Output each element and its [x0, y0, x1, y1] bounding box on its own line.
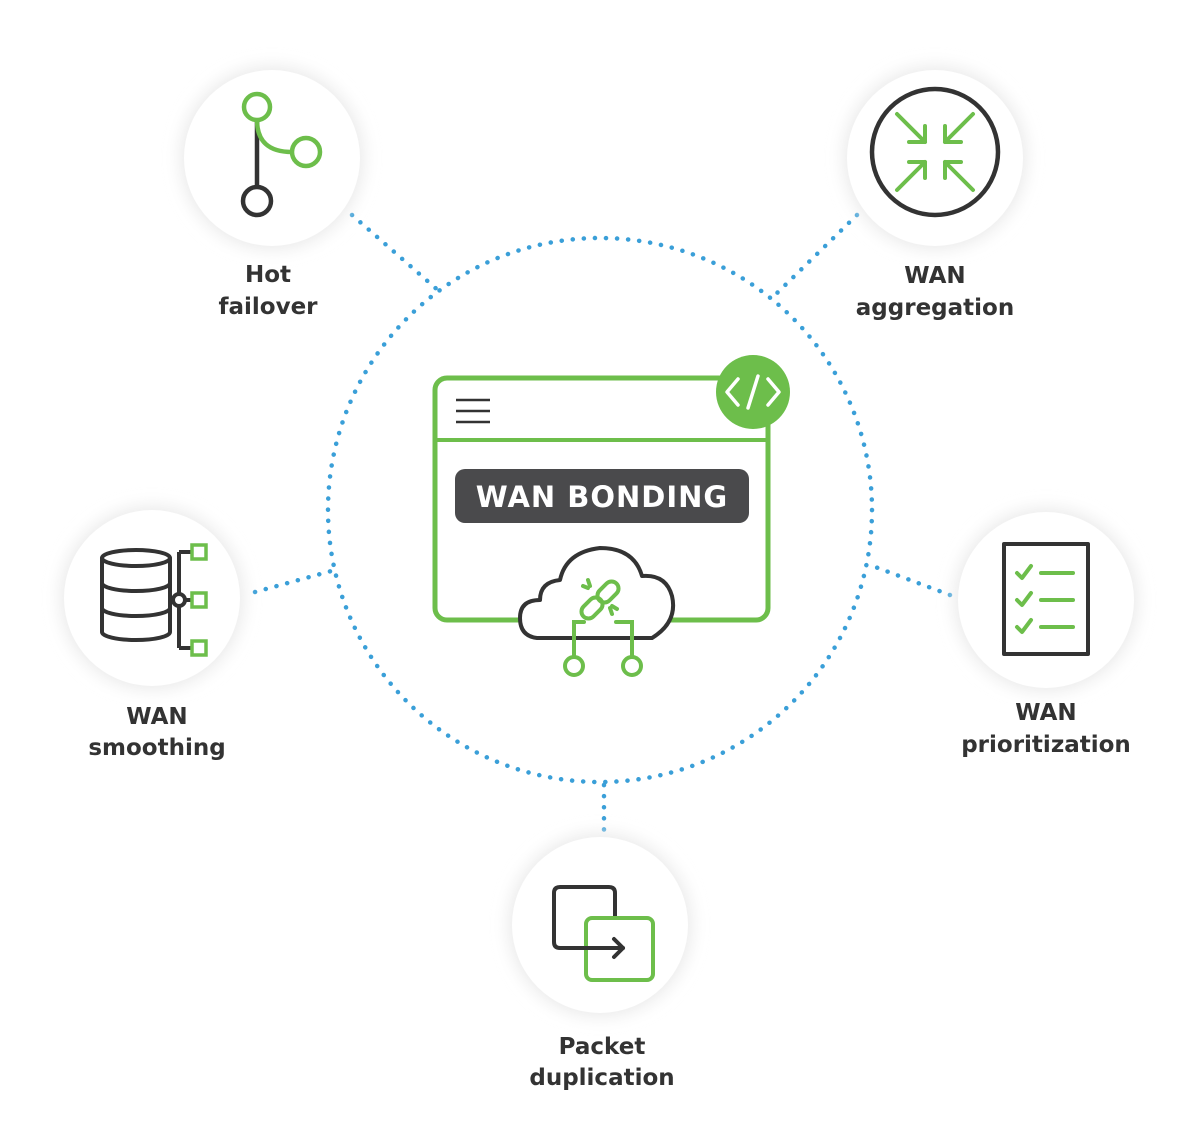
arrows-inward-icon — [869, 86, 1001, 218]
feature-label-line-2: aggregation — [856, 295, 1014, 321]
dotted-connections — [252, 212, 953, 843]
center-wan-bonding-window: WAN BONDING — [432, 355, 790, 677]
banner-text: WAN BONDING — [476, 480, 728, 514]
connector-wan-aggregation — [772, 212, 860, 298]
feature-wan-prioritization: WAN prioritization — [954, 508, 1138, 758]
feature-label-line-2: prioritization — [961, 732, 1131, 758]
feature-hot-failover: Hot failover — [180, 66, 364, 320]
duplicate-icon — [552, 885, 655, 982]
feature-wan-aggregation: WAN aggregation — [843, 66, 1027, 321]
dotted-ring — [325, 235, 875, 785]
branch-icon — [240, 91, 323, 218]
feature-label-line-1: Packet — [559, 1034, 646, 1060]
feature-label-line-2: failover — [218, 294, 318, 320]
connector-wan-smoothing — [252, 567, 338, 595]
cloud-link-icon — [518, 546, 675, 677]
feature-label-line-2: duplication — [529, 1065, 674, 1091]
feature-label-line-1: WAN — [1015, 700, 1076, 726]
feature-label-line-1: WAN — [126, 704, 187, 730]
code-icon — [716, 355, 790, 429]
wan-bonding-banner: WAN BONDING — [455, 469, 749, 523]
feature-packet-duplication: Packet duplication — [508, 833, 692, 1091]
checklist-icon — [1002, 542, 1090, 656]
feature-wan-smoothing: WAN smoothing — [60, 506, 244, 761]
connector-wan-prioritization — [867, 562, 953, 598]
menu-icon — [456, 398, 490, 424]
feature-label-line-2: smoothing — [88, 735, 225, 761]
feature-label-line-1: WAN — [904, 263, 965, 289]
connector-hot-failover — [349, 212, 443, 295]
feature-label-line-1: Hot — [245, 262, 291, 288]
database-tree-icon — [100, 543, 208, 657]
